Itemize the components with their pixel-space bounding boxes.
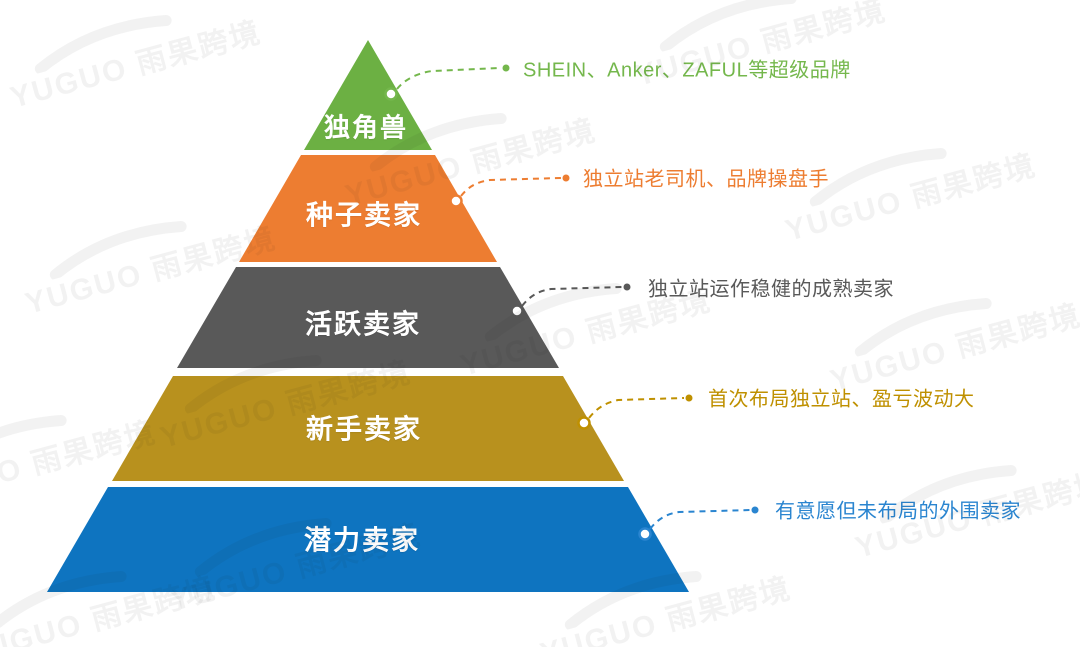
tier-shape-unicorn [304, 40, 432, 150]
tier-label-novice-sellers: 新手卖家 [306, 414, 422, 445]
tier-shape-novice-sellers [112, 376, 624, 481]
tier-shape-seed-sellers [239, 155, 497, 262]
connector-active-sellers [510, 283, 631, 318]
tier-shape-potential-sellers [47, 487, 689, 592]
annotation-active-sellers: 独立站运作稳健的成熟卖家 [648, 278, 894, 301]
connector-line [460, 177, 562, 197]
connector-potential-sellers [638, 506, 759, 541]
connector-start-circle [577, 416, 591, 430]
annotation-unicorn: SHEIN、Anker、ZAFUL等超级品牌 [523, 59, 851, 82]
annotation-seed-sellers: 独立站老司机、品牌操盘手 [583, 168, 829, 191]
connector-seed-sellers [449, 174, 570, 208]
connector-line [588, 397, 685, 419]
connector-line [396, 67, 501, 90]
connector-novice-sellers [577, 394, 693, 430]
connector-line [649, 509, 752, 530]
connector-end-dot [685, 394, 693, 402]
tier-label-unicorn: 独角兽 [323, 112, 409, 143]
annotation-potential-sellers: 有意愿但未布局的外围卖家 [775, 500, 1021, 523]
tier-label-seed-sellers: 种子卖家 [306, 200, 422, 231]
connector-end-dot [562, 174, 570, 182]
tier-label-potential-sellers: 潜力卖家 [304, 525, 420, 556]
connector-end-dot [623, 283, 631, 291]
connector-end-dot [502, 64, 510, 72]
connector-start-circle [510, 304, 524, 318]
annotation-novice-sellers: 首次布局独立站、盈亏波动大 [708, 388, 975, 411]
connector-line [521, 286, 623, 307]
connector-start-circle [384, 87, 398, 101]
tier-shape-active-sellers [177, 267, 559, 368]
connector-start-circle [638, 527, 652, 541]
connector-start-circle [449, 194, 463, 208]
connector-unicorn [384, 64, 510, 101]
connector-end-dot [751, 506, 759, 514]
tier-label-active-sellers: 活跃卖家 [305, 309, 421, 340]
